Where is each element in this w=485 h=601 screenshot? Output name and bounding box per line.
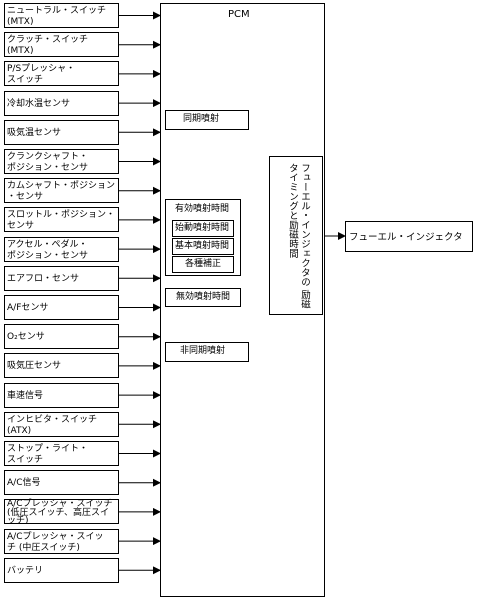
- start-injection-label: 始動噴射時間: [175, 223, 230, 233]
- input-label: スロットル・ポジション・ センサ: [7, 210, 116, 232]
- input-label: A/Cプレッシャ・スイッチ (低圧スイッチ、高圧スイ ッチ): [7, 499, 113, 527]
- input-label: エアフロ・センサ: [7, 273, 80, 284]
- input-label: クランクシャフト・ ポジション・センサ: [7, 152, 89, 173]
- input-label: ストップ・ライト・ スイッチ: [7, 444, 89, 465]
- base-injection-box: 基本噴射時間: [172, 238, 234, 255]
- fuel-injector-box: フューエル・インジェクタ: [345, 221, 473, 252]
- input-box: バッテリ: [4, 557, 119, 583]
- corrections-box: 各種補正: [172, 256, 234, 273]
- input-label: インヒビタ・スイッチ (ATX): [7, 414, 98, 436]
- input-box: スロットル・ポジション・ センサ: [4, 207, 119, 233]
- input-box: クランクシャフト・ ポジション・センサ: [4, 149, 119, 174]
- input-label: A/Cプレッシャ・スイッ チ (中圧スイッチ): [7, 531, 104, 553]
- input-label: 吸気温センサ: [7, 127, 62, 138]
- input-label: アクセル・ペダル・ ポジション・センサ: [7, 239, 89, 261]
- pcm-title: PCM: [228, 9, 250, 20]
- input-box: A/Cプレッシャ・スイッ チ (中圧スイッチ): [4, 528, 119, 554]
- base-injection-label: 基本噴射時間: [175, 241, 230, 251]
- input-label: 吸気圧センサ: [7, 361, 62, 372]
- effective-injection-label: 有効噴射時間: [175, 204, 230, 214]
- input-label: クラッチ・スイッチ (MTX): [7, 35, 89, 57]
- async-injection-box: 非同期噴射: [165, 342, 249, 362]
- ineffective-injection-box: 無効噴射時間: [165, 288, 241, 307]
- input-label: A/C信号: [7, 478, 41, 489]
- input-box: 吸気温センサ: [4, 119, 119, 145]
- input-box: ニュートラル・スイッチ (MTX): [4, 3, 119, 28]
- input-box: A/Fセンサ: [4, 295, 119, 320]
- input-label: バッテリ: [7, 565, 44, 576]
- effective-injection-box: 有効噴射時間 始動噴射時間 基本噴射時間 各種補正: [165, 199, 241, 276]
- input-label: O₂センサ: [7, 332, 45, 343]
- corrections-label: 各種補正: [185, 259, 222, 269]
- input-label: カムシャフト・ポジション ・センサ: [7, 181, 116, 203]
- input-box: インヒビタ・スイッチ (ATX): [4, 411, 119, 437]
- start-injection-box: 始動噴射時間: [172, 220, 234, 237]
- input-label: ニュートラル・スイッチ (MTX): [7, 6, 107, 27]
- sync-injection-box: 同期噴射: [165, 110, 249, 130]
- input-box: 車速信号: [4, 382, 119, 408]
- input-box: A/C信号: [4, 470, 119, 496]
- excitation-timing-label: フューエル・インジェクタの 励磁タイミングと励磁時間: [287, 163, 310, 309]
- input-box: 冷却水温センサ: [4, 90, 119, 116]
- async-injection-label: 非同期噴射: [180, 346, 226, 356]
- input-box: 吸気圧センサ: [4, 353, 119, 379]
- input-box: ストップ・ライト・ スイッチ: [4, 441, 119, 466]
- input-label: A/Fセンサ: [7, 303, 49, 313]
- input-box: エアフロ・センサ: [4, 265, 119, 291]
- ineffective-injection-label: 無効噴射時間: [176, 292, 231, 302]
- input-label: 車速信号: [7, 390, 44, 401]
- input-box: O₂センサ: [4, 324, 119, 350]
- input-box: クラッチ・スイッチ (MTX): [4, 32, 119, 58]
- sync-injection-label: 同期噴射: [183, 114, 220, 124]
- input-box: アクセル・ペダル・ ポジション・センサ: [4, 236, 119, 262]
- input-box: P/Sプレッシャ・ スイッチ: [4, 61, 119, 87]
- excitation-timing-box: フューエル・インジェクタの 励磁タイミングと励磁時間: [269, 156, 323, 315]
- input-label: 冷却水温センサ: [7, 98, 71, 109]
- input-box: A/Cプレッシャ・スイッチ (低圧スイッチ、高圧スイ ッチ): [4, 499, 119, 527]
- input-label: P/Sプレッシャ・ スイッチ: [7, 64, 76, 86]
- fuel-injector-label: フューエル・インジェクタ: [349, 232, 463, 243]
- input-box: カムシャフト・ポジション ・センサ: [4, 178, 119, 204]
